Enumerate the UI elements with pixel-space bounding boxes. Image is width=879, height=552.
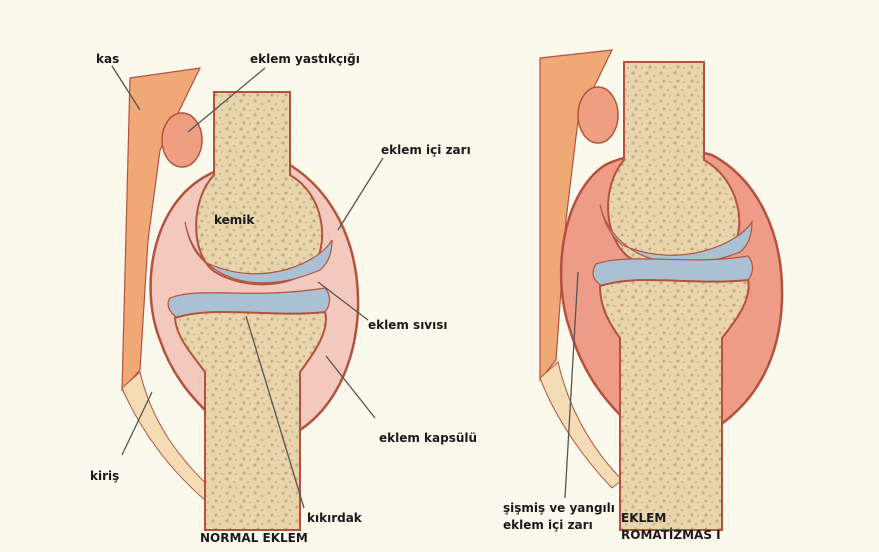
normal-upper-bone bbox=[196, 92, 322, 284]
normal-bursa bbox=[162, 113, 202, 167]
ra-bursa bbox=[578, 87, 618, 143]
label-cartilage: kıkırdak bbox=[307, 511, 362, 526]
normal-joint bbox=[122, 68, 358, 530]
label-bursa: eklem yastıkçığı bbox=[250, 52, 360, 67]
label-inflamed-synovium-line2: eklem içi zarı bbox=[503, 518, 593, 533]
label-synovial-fluid: eklem sıvısı bbox=[368, 318, 448, 333]
label-tendon: kiriş bbox=[90, 469, 119, 484]
label-bone: kemik bbox=[214, 213, 254, 228]
label-muscle: kas bbox=[96, 52, 119, 67]
caption-ra-line1: EKLEM bbox=[621, 511, 666, 526]
leader-synovium bbox=[338, 158, 383, 230]
label-inflamed-synovium-line1: şişmiş ve yangılı bbox=[503, 501, 615, 516]
label-synovium: eklem içi zarı bbox=[381, 143, 471, 158]
label-capsule: eklem kapsülü bbox=[379, 431, 477, 446]
caption-normal-joint: NORMAL EKLEM bbox=[200, 531, 308, 546]
caption-ra-line2: ROMATİZMAS I bbox=[621, 528, 721, 543]
